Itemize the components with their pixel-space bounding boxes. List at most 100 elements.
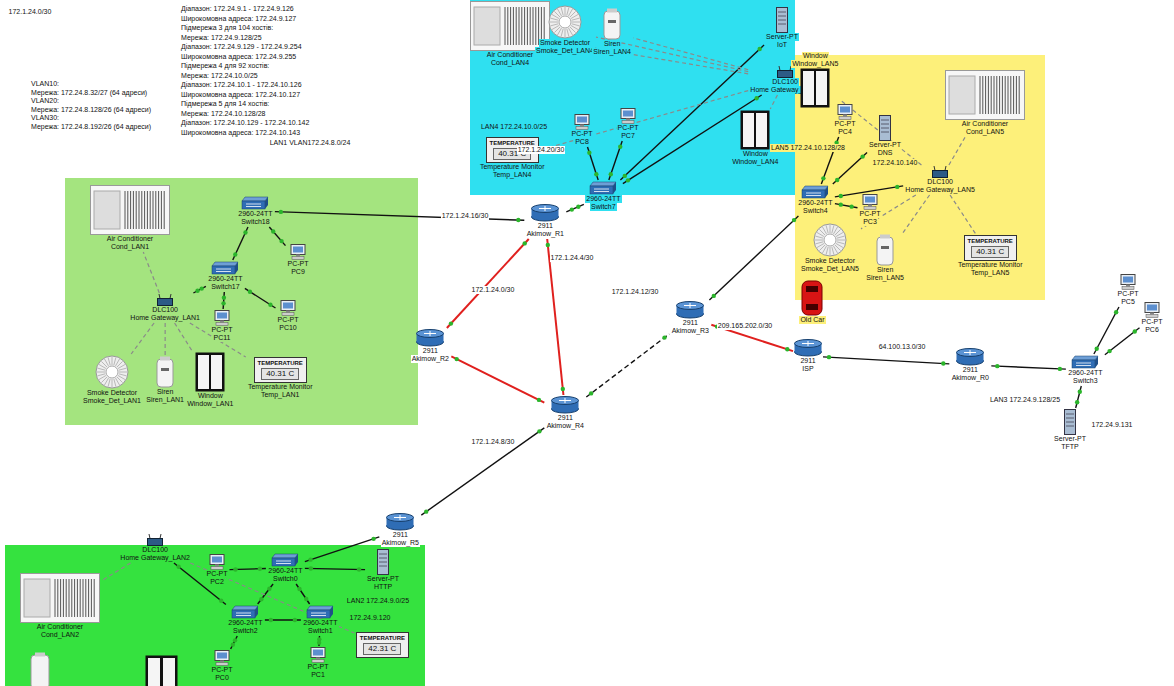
ac-grille — [516, 7, 517, 45]
device-label: Temp_LAN1 — [260, 391, 301, 399]
siren-icon — [156, 356, 174, 388]
port-status-dot — [618, 144, 622, 148]
ac-body — [21, 574, 100, 623]
ac-grille — [85, 579, 86, 617]
switch-icon — [231, 605, 259, 619]
server-icon — [879, 115, 891, 141]
siren-icon — [603, 8, 621, 40]
device-label: Window — [742, 150, 769, 158]
smoke-fin — [837, 240, 845, 241]
ethernet-link — [305, 568, 365, 569]
ac-grille — [69, 579, 70, 617]
window-node: WindowWindow_LAN1 — [186, 352, 235, 408]
pc-stand — [843, 115, 847, 117]
ac-grille — [153, 191, 154, 229]
pc-icon — [861, 194, 879, 210]
server-slot — [1066, 426, 1074, 427]
serial-link — [451, 356, 544, 402]
switch-node: 2960-24TTSwitch0 — [267, 553, 304, 583]
port-status-dot — [243, 230, 247, 234]
wireless-link — [101, 563, 131, 581]
smoke-fin — [119, 368, 127, 370]
switch-side — [255, 606, 258, 618]
ac-grille — [147, 191, 148, 229]
switch-icon — [306, 605, 334, 619]
pc-node: PC-PTPC2 — [206, 554, 229, 586]
pc-screen — [217, 653, 227, 659]
device-label: Air Conditioner — [486, 51, 534, 59]
ac-grille — [513, 7, 514, 45]
ethernet-link — [421, 428, 544, 515]
siren-body — [877, 237, 893, 265]
device-label: Air Conditioner — [106, 235, 154, 243]
wireless-link — [633, 38, 748, 70]
note-line: VLAN20: — [30, 97, 60, 105]
ac-grille — [136, 191, 137, 229]
pc-node: PC-PTPC11 — [211, 310, 234, 342]
smoke-fin — [817, 244, 824, 248]
server-slot — [778, 20, 786, 21]
ac-grille — [519, 7, 520, 45]
device-label: PC6 — [1144, 326, 1160, 334]
device-label: Window_LAN1 — [186, 400, 234, 408]
ac-grille — [127, 191, 128, 229]
device-label: Switch1 — [307, 627, 334, 635]
port-status-dot — [449, 321, 453, 325]
ac-grille — [994, 76, 995, 114]
smoke-fin — [108, 379, 110, 387]
pc-stand — [1150, 313, 1154, 315]
device-label: PC11 — [213, 334, 232, 342]
address-label: 172.24.9.120 — [349, 614, 392, 622]
server-icon — [1064, 409, 1076, 435]
router-top — [957, 349, 984, 357]
port-status-dot — [233, 567, 237, 571]
device-label: 2911 — [537, 222, 554, 230]
ac-grille — [1016, 76, 1017, 114]
router-top — [387, 514, 414, 522]
address-label: LAN2 172.24.9.0/25 — [346, 597, 410, 605]
ac-grille — [71, 579, 72, 617]
router-icon — [551, 396, 579, 414]
ethernet-link — [835, 204, 858, 208]
device-label: DLC100 — [151, 306, 179, 314]
port-status-dot — [757, 47, 761, 51]
temperature-display: TEMPERATURE40.31 C — [254, 357, 307, 383]
device-label: Cond_LAN4 — [490, 59, 530, 67]
ac-grille — [1002, 76, 1003, 114]
pc-stand — [215, 565, 219, 567]
switch-side — [825, 186, 828, 198]
pc-stand — [316, 658, 320, 660]
smoke-fin — [823, 227, 827, 234]
smoke-fin — [830, 247, 831, 255]
lan4-region — [470, 0, 795, 195]
smoke-fin — [837, 242, 845, 244]
pc-node: PC-PTPC6 — [1141, 302, 1164, 334]
pc-stand — [286, 311, 290, 313]
router-icon — [386, 513, 414, 531]
device-label: PC7 — [620, 132, 636, 140]
address-label: LAN1 VLAN172.24.8.0/24 — [269, 139, 352, 147]
address-label: 172.1.24.0/30 — [471, 286, 516, 294]
device-label: 2911 — [557, 414, 574, 422]
port-status-dot — [594, 172, 598, 176]
window-icon — [146, 656, 178, 686]
router-icon — [416, 329, 444, 347]
pc-node: PC-PTPC0 — [211, 650, 234, 682]
ac-grille — [980, 76, 981, 114]
ethernet-link — [233, 227, 248, 260]
wireless-link — [165, 323, 166, 355]
device-label: PC-PT — [287, 260, 310, 268]
gateway-antenna — [934, 166, 946, 171]
ac-grille — [77, 579, 78, 617]
device-label: PC-PT — [206, 570, 229, 578]
device-label: Home Gateway_LAN2 — [119, 554, 191, 562]
smoke-fin — [108, 358, 110, 366]
ac-grille — [985, 76, 986, 114]
window-pane — [743, 113, 754, 147]
device-label: 2960-24TT — [207, 275, 243, 283]
pc-icon — [289, 244, 307, 260]
device-label: Old Car — [799, 316, 825, 324]
smoke-icon — [548, 5, 582, 39]
device-label: PC-PT — [859, 210, 882, 218]
